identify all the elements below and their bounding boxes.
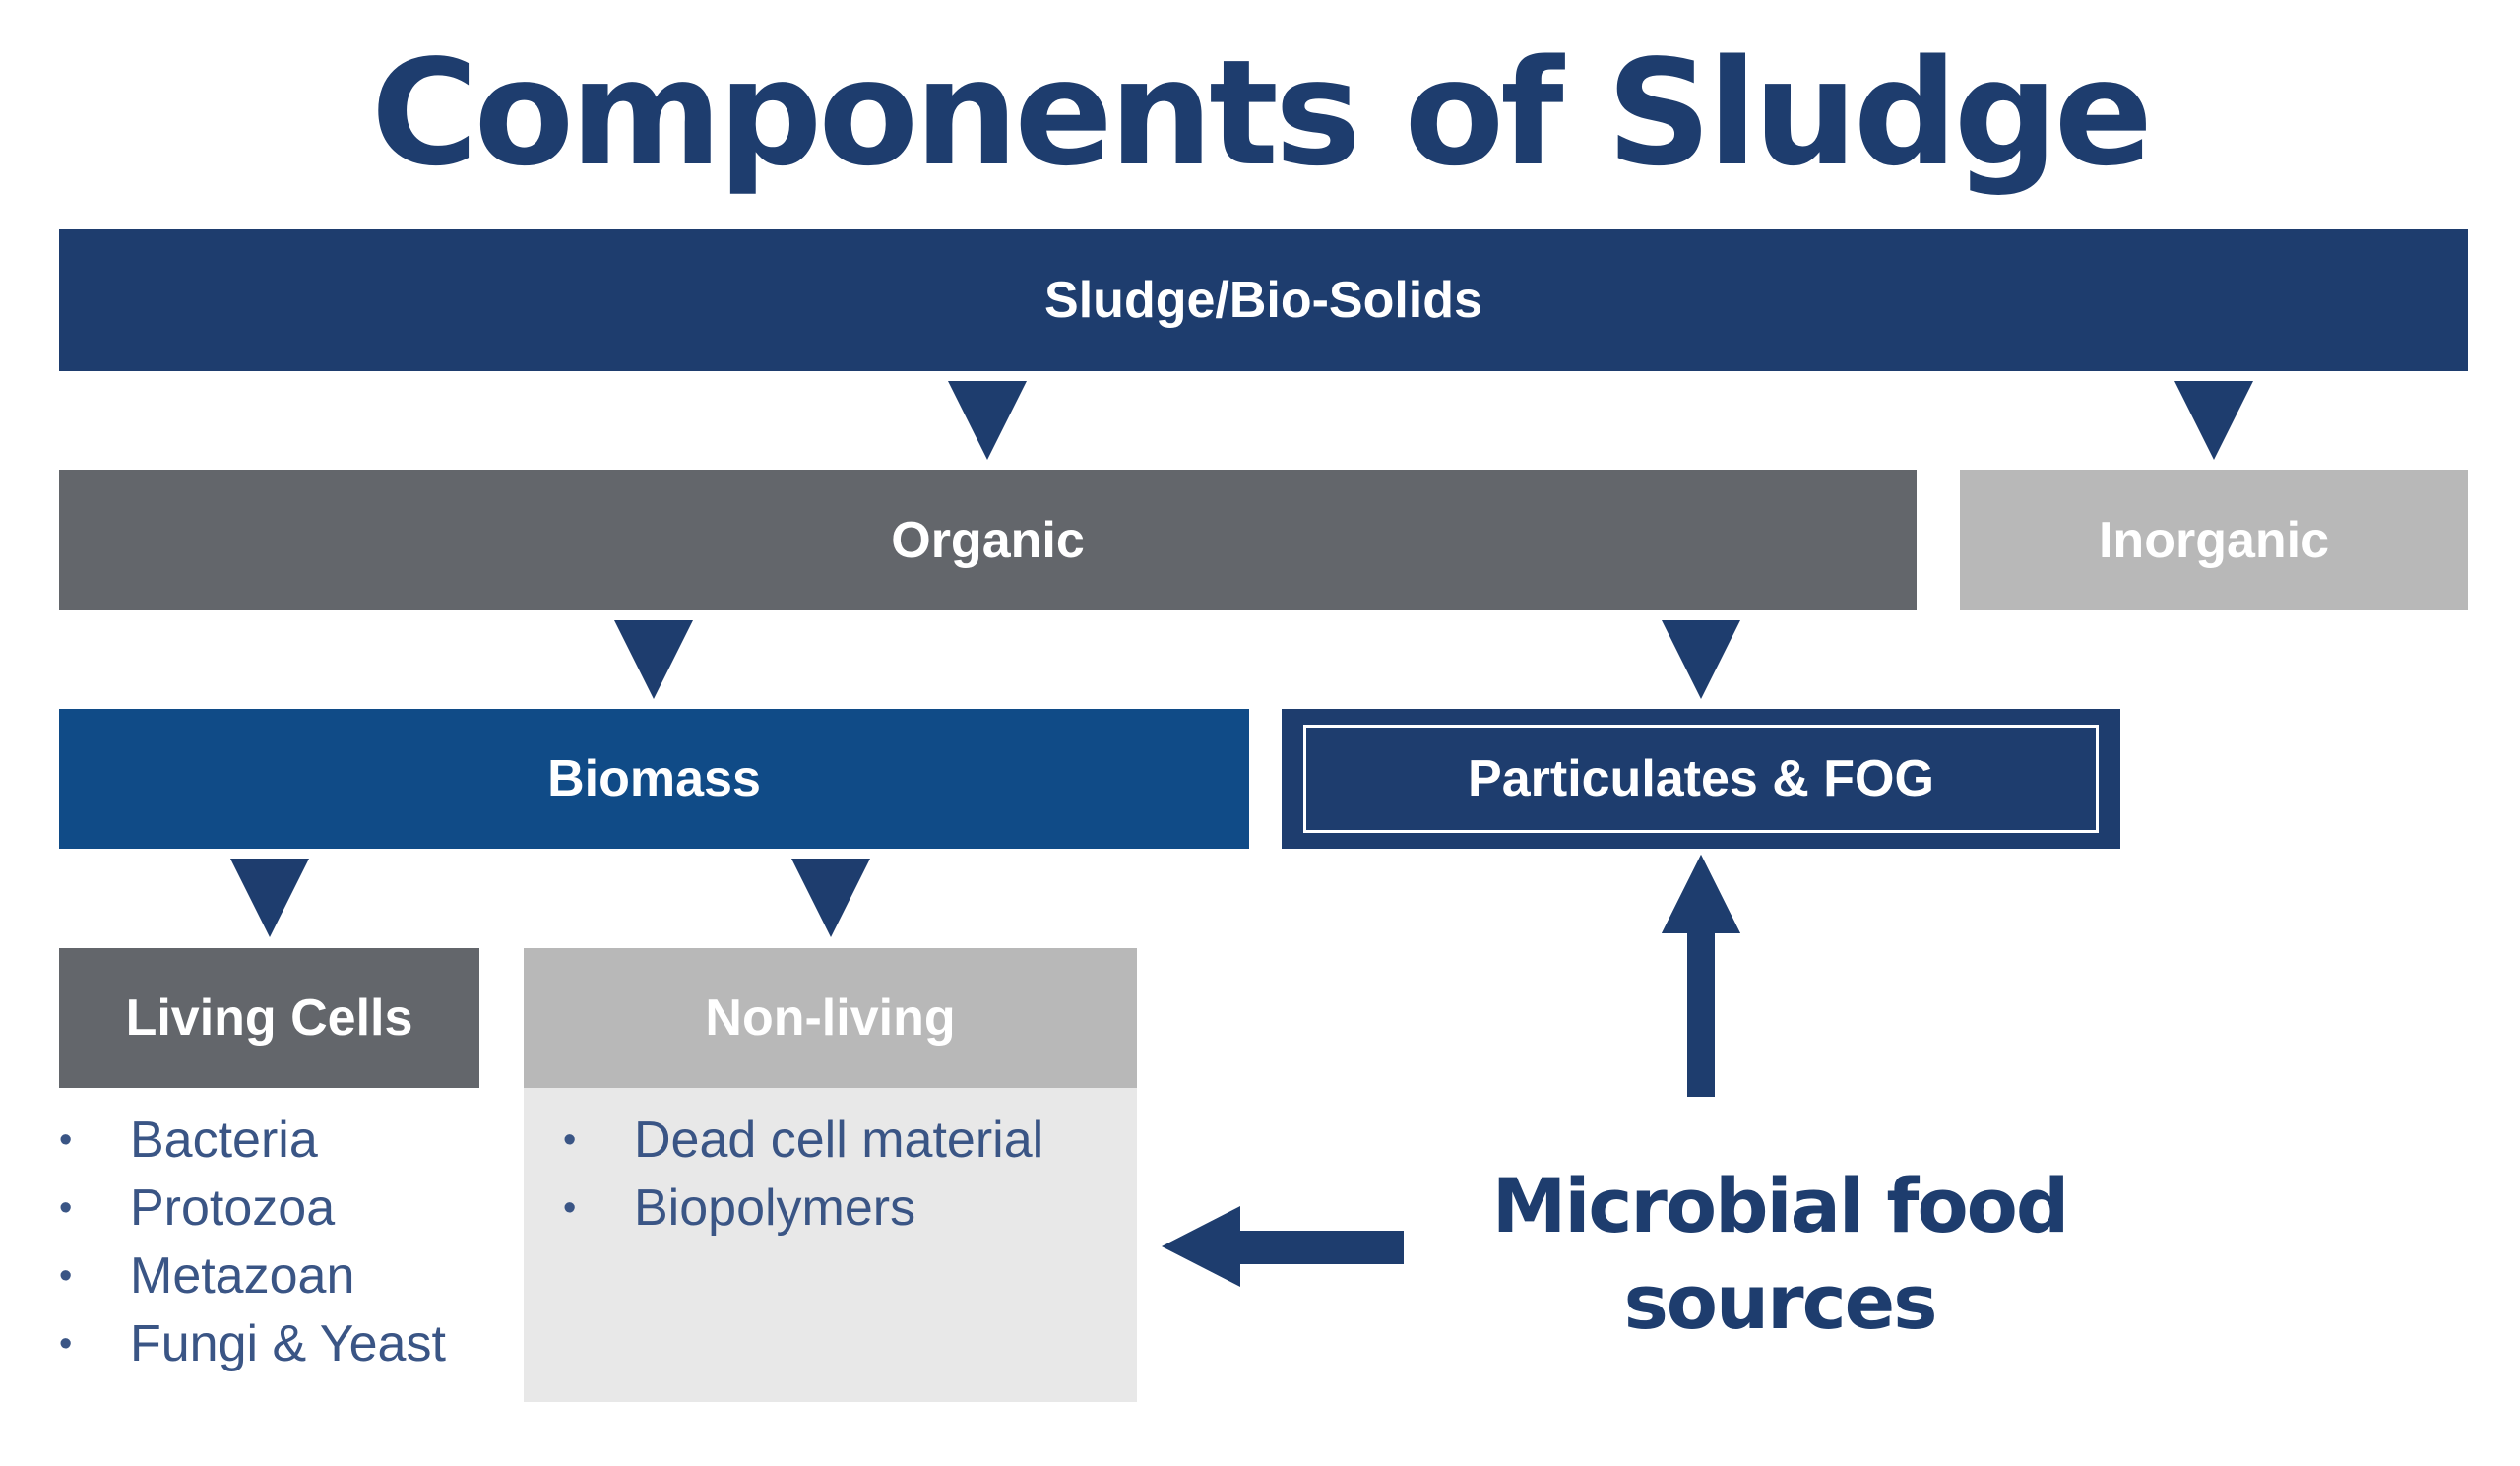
node-biomass-label: Biomass bbox=[547, 750, 761, 807]
list-item: Protozoa bbox=[59, 1175, 446, 1243]
nonliving-list: Dead cell material Biopolymers bbox=[563, 1107, 1043, 1243]
node-living-label: Living Cells bbox=[125, 989, 413, 1047]
node-sludge-label: Sludge/Bio-Solids bbox=[1044, 272, 1482, 329]
node-biomass: Biomass bbox=[59, 709, 1249, 849]
arrow-down-icon bbox=[948, 381, 1027, 460]
microbial-line1: Microbial food bbox=[1491, 1162, 2070, 1249]
arrow-up-icon bbox=[1654, 855, 1740, 1097]
arrow-down-icon bbox=[791, 859, 870, 937]
node-particulates-label: Particulates & FOG bbox=[1468, 750, 1934, 807]
node-nonliving: Non-living bbox=[524, 948, 1137, 1088]
list-item: Bacteria bbox=[59, 1107, 446, 1175]
list-item: Biopolymers bbox=[563, 1175, 1043, 1243]
arrow-down-icon bbox=[1662, 620, 1740, 699]
arrow-down-icon bbox=[614, 620, 693, 699]
arrow-down-icon bbox=[230, 859, 309, 937]
diagram-title: Components of Sludge bbox=[370, 29, 2153, 198]
node-organic-label: Organic bbox=[891, 511, 1085, 569]
inner-border bbox=[1303, 725, 2099, 833]
arrow-down-icon bbox=[2174, 381, 2253, 460]
list-item: Dead cell material bbox=[563, 1107, 1043, 1175]
node-organic: Organic bbox=[59, 470, 1917, 610]
arrow-left-icon bbox=[1162, 1206, 1404, 1287]
node-inorganic-label: Inorganic bbox=[2098, 511, 2330, 569]
node-living-cells: Living Cells bbox=[59, 948, 479, 1088]
node-inorganic: Inorganic bbox=[1960, 470, 2468, 610]
node-nonliving-label: Non-living bbox=[705, 989, 956, 1047]
living-list: Bacteria Protozoa Metazoan Fungi & Yeast bbox=[59, 1107, 446, 1378]
microbial-line2: sources bbox=[1623, 1258, 1938, 1346]
microbial-food-label: Microbial food sources bbox=[1435, 1158, 2124, 1351]
list-item: Fungi & Yeast bbox=[59, 1310, 446, 1378]
node-sludge: Sludge/Bio-Solids bbox=[59, 229, 2468, 371]
node-particulates: Particulates & FOG bbox=[1282, 709, 2120, 849]
list-item: Metazoan bbox=[59, 1243, 446, 1310]
